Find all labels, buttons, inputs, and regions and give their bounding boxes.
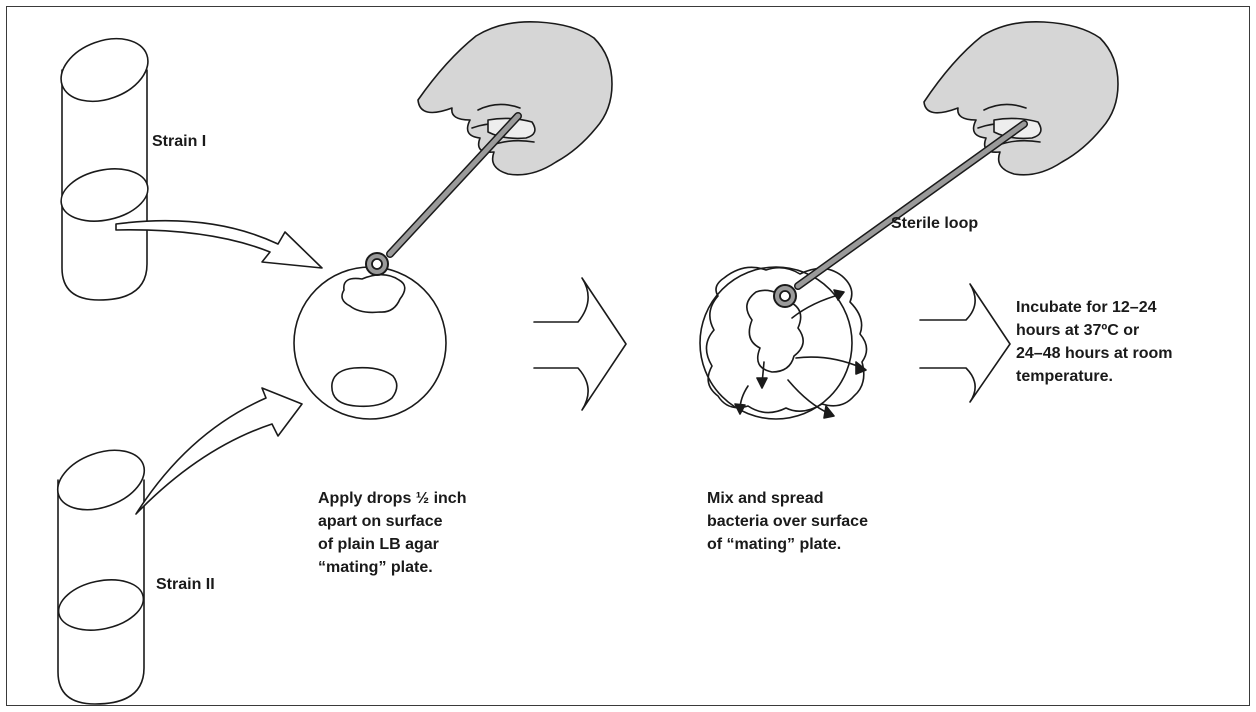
gloved-hand-1 bbox=[418, 22, 612, 175]
apply-drops-line-1: Apply drops ½ inch bbox=[318, 487, 466, 510]
inoculating-loop-1 bbox=[366, 116, 518, 275]
incubate-line-1: Incubate for 12–24 bbox=[1016, 296, 1173, 319]
arrow-plate-2-to-incubate bbox=[920, 284, 1010, 402]
apply-drops-line-4: “mating” plate. bbox=[318, 556, 466, 579]
sterile-loop-label: Sterile loop bbox=[891, 212, 978, 235]
incubate-line-4: temperature. bbox=[1016, 365, 1173, 388]
mix-spread-line-2: bacteria over surface bbox=[707, 510, 868, 533]
strain-2-label: Strain II bbox=[156, 573, 215, 596]
mating-plate-drops bbox=[294, 267, 446, 419]
mix-spread-caption: Mix and spread bacteria over surface of … bbox=[707, 487, 868, 556]
test-tube-strain-1 bbox=[52, 27, 156, 300]
incubate-caption: Incubate for 12–24 hours at 37ºC or 24–4… bbox=[1016, 296, 1173, 388]
strain-1-label: Strain I bbox=[152, 130, 206, 153]
mix-spread-line-3: of “mating” plate. bbox=[707, 533, 868, 556]
arrow-strain-2-to-plate bbox=[136, 388, 302, 514]
incubate-line-2: hours at 37ºC or bbox=[1016, 319, 1173, 342]
gloved-hand-2 bbox=[924, 22, 1118, 175]
mix-spread-line-1: Mix and spread bbox=[707, 487, 868, 510]
apply-drops-caption: Apply drops ½ inch apart on surface of p… bbox=[318, 487, 466, 579]
apply-drops-line-3: of plain LB agar bbox=[318, 533, 466, 556]
apply-drops-line-2: apart on surface bbox=[318, 510, 466, 533]
arrow-plate-1-to-plate-2 bbox=[534, 278, 626, 410]
test-tube-strain-2 bbox=[49, 439, 152, 704]
incubate-line-3: 24–48 hours at room bbox=[1016, 342, 1173, 365]
